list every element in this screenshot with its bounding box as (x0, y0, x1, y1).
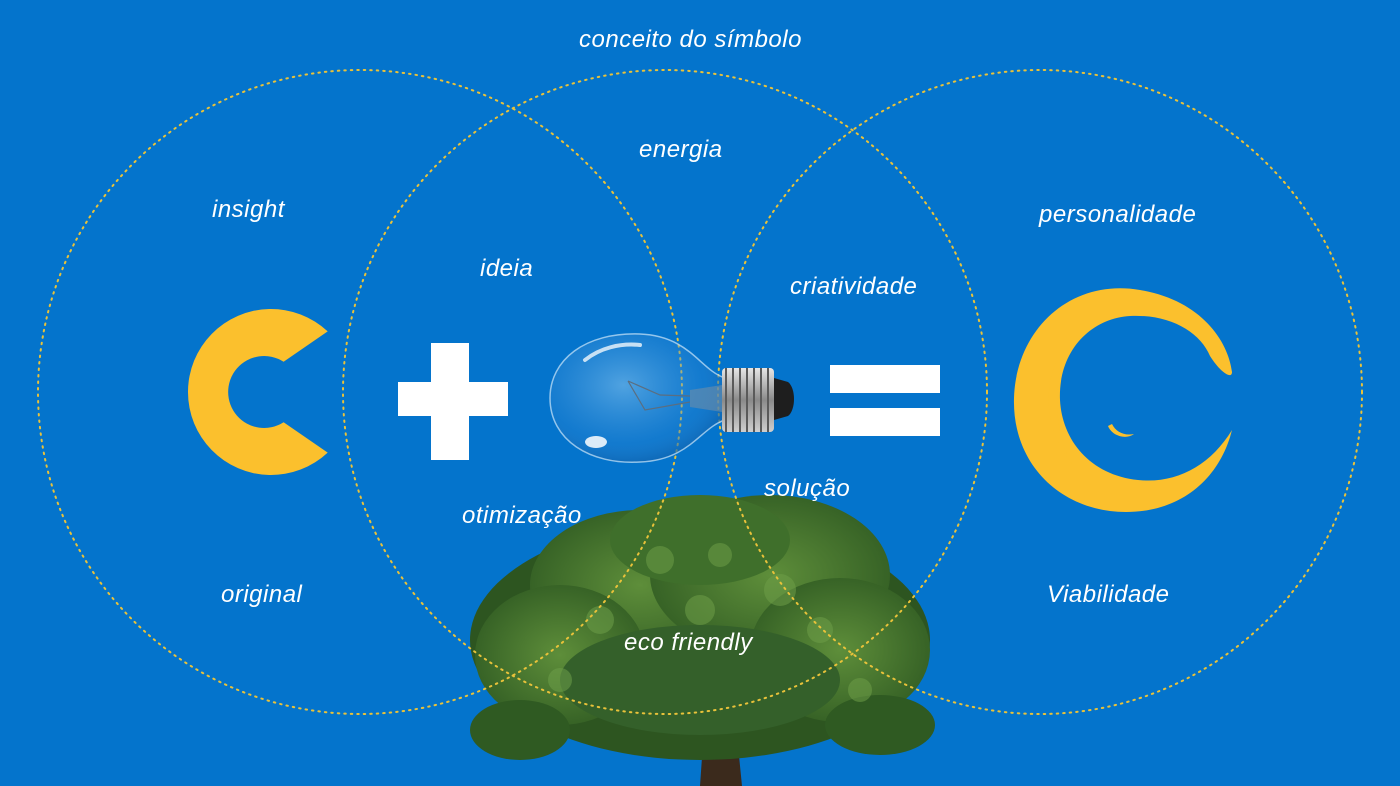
plus-icon (398, 343, 508, 460)
logo-c-icon (1013, 288, 1232, 512)
label-eco-friendly: eco friendly (624, 629, 753, 656)
label-viabilidade: Viabilidade (1047, 581, 1170, 608)
label-criatividade: criatividade (790, 273, 918, 300)
label-otimizacao: otimização (462, 502, 582, 529)
letter-c-icon (187, 308, 328, 475)
label-solucao: solução (764, 475, 851, 502)
label-ideia: ideia (480, 255, 534, 282)
equals-icon (830, 365, 940, 436)
label-insight: insight (212, 196, 285, 223)
circle-right (717, 69, 1363, 715)
label-energia: energia (639, 136, 723, 163)
diagram-title: conceito do símbolo (579, 26, 802, 53)
circle-middle (342, 69, 988, 715)
label-original: original (221, 581, 303, 608)
label-personalidade: personalidade (1039, 201, 1197, 228)
lightbulb-icon (549, 333, 794, 463)
